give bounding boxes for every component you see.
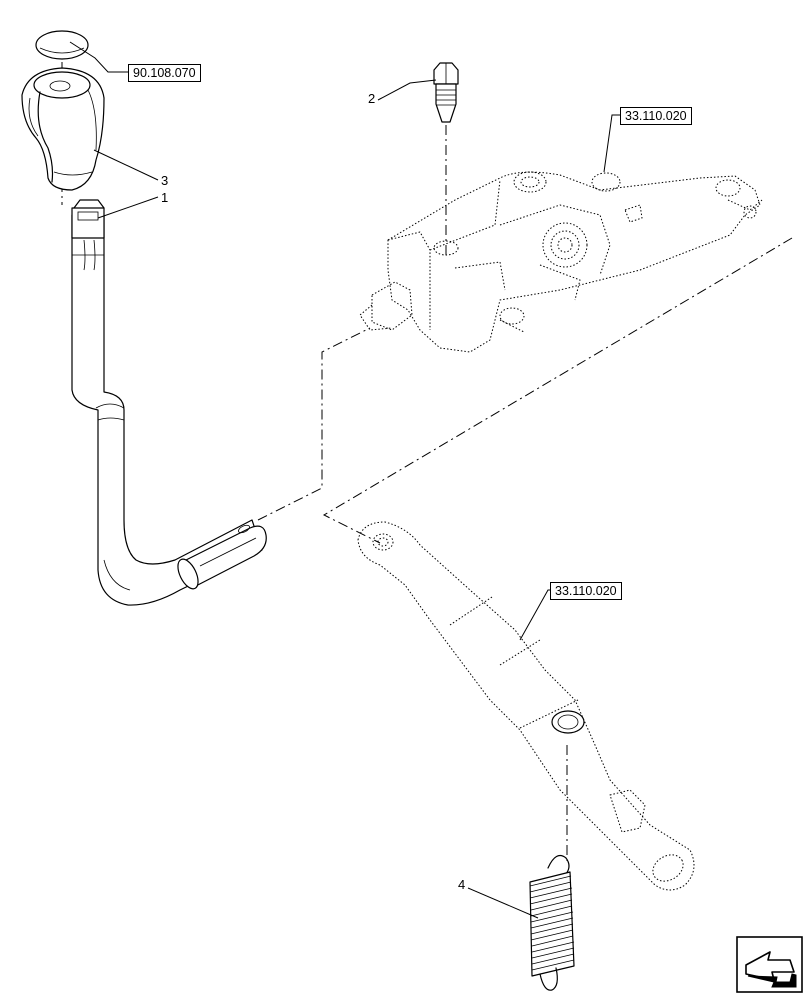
shift-lever [71, 199, 267, 606]
reference-knob-cap[interactable]: 90.108.070 [128, 64, 201, 82]
control-arm [357, 521, 695, 891]
callout-4: 4 [458, 877, 466, 892]
callout-3: 3 [161, 173, 169, 188]
leader-lines [69, 41, 620, 919]
knob-cap [35, 30, 89, 60]
shift-knob [21, 67, 105, 191]
reference-control-arm[interactable]: 33.110.020 [550, 582, 622, 600]
plug-screw [433, 62, 459, 123]
callout-1: 1 [161, 190, 169, 205]
control-valve-housing [359, 171, 763, 353]
callout-2: 2 [368, 91, 376, 106]
spring [529, 855, 575, 991]
reference-control-valve[interactable]: 33.110.020 [620, 107, 692, 125]
next-page-arrow-icon[interactable] [736, 936, 803, 993]
assembly-center-lines [61, 62, 793, 862]
